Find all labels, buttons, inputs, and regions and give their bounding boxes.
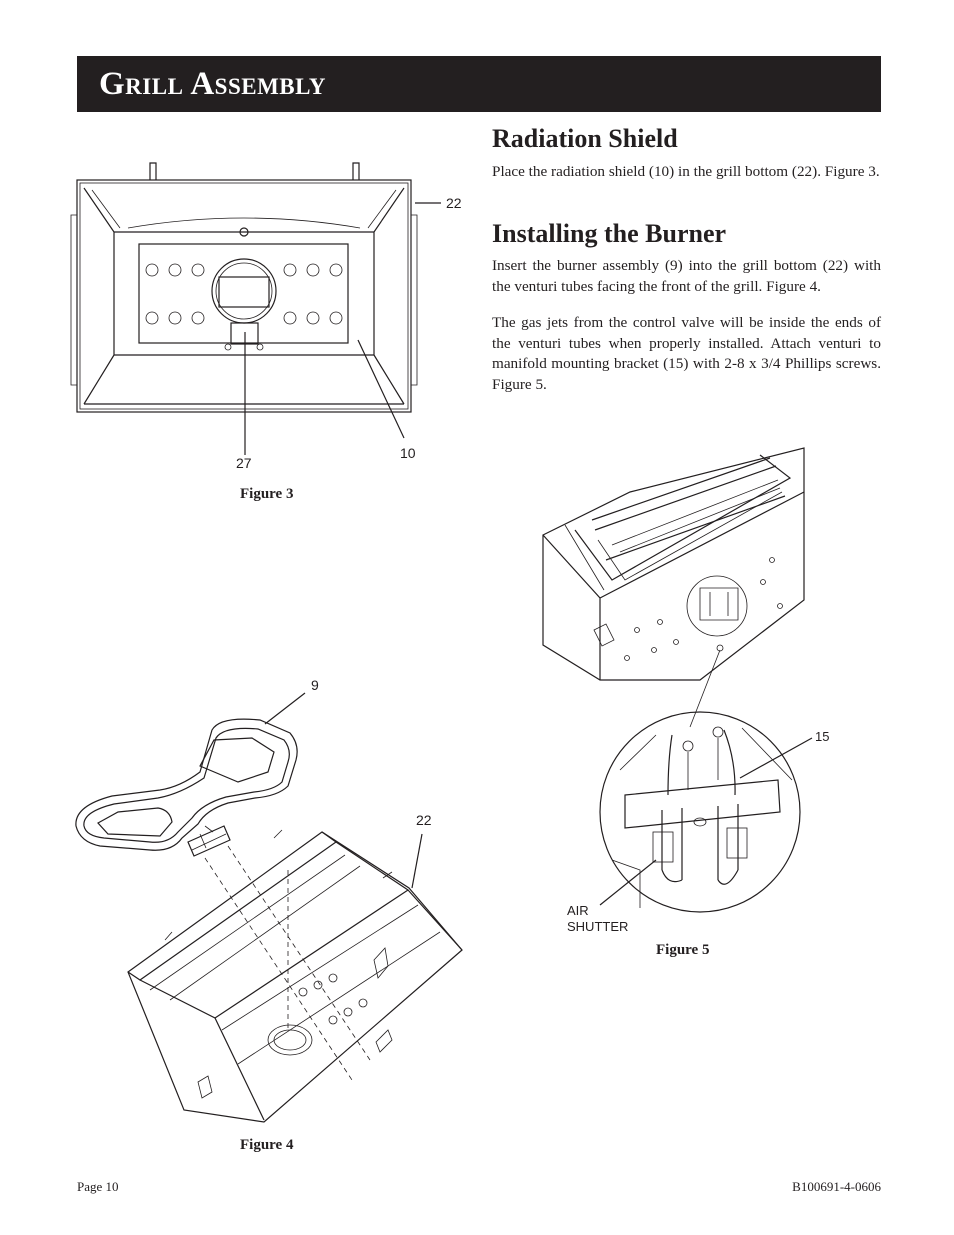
footer-doc-number: B100691-4-0606: [792, 1179, 881, 1194]
figure-5-caption: Figure 5: [656, 942, 710, 958]
callout-22-fig3: 22: [446, 195, 462, 211]
heading-radiation-shield: Radiation Shield: [492, 124, 678, 153]
section-header-bar: Grill Assembly: [77, 56, 881, 112]
paragraph-installing-burner-2: The gas jets from the control valve will…: [492, 314, 881, 393]
figure-3-caption: Figure 3: [240, 486, 294, 502]
callout-27: 27: [236, 455, 252, 471]
air-shutter-label-line2: SHUTTER: [567, 919, 629, 934]
paragraph-installing-burner-1: Insert the burner assembly (9) into the …: [492, 257, 881, 295]
section-title: Grill Assembly: [99, 66, 326, 102]
heading-installing-burner: Installing the Burner: [492, 219, 727, 248]
footer-page-number: Page 10: [77, 1179, 119, 1194]
air-shutter-label-line1: AIR: [567, 903, 589, 918]
callout-10: 10: [400, 445, 416, 461]
figure-4-caption: Figure 4: [240, 1137, 294, 1153]
paragraph-radiation-shield: Place the radiation shield (10) in the g…: [492, 163, 880, 180]
callout-15: 15: [815, 729, 830, 744]
callout-22-fig4: 22: [416, 812, 432, 828]
callout-9: 9: [311, 677, 319, 693]
